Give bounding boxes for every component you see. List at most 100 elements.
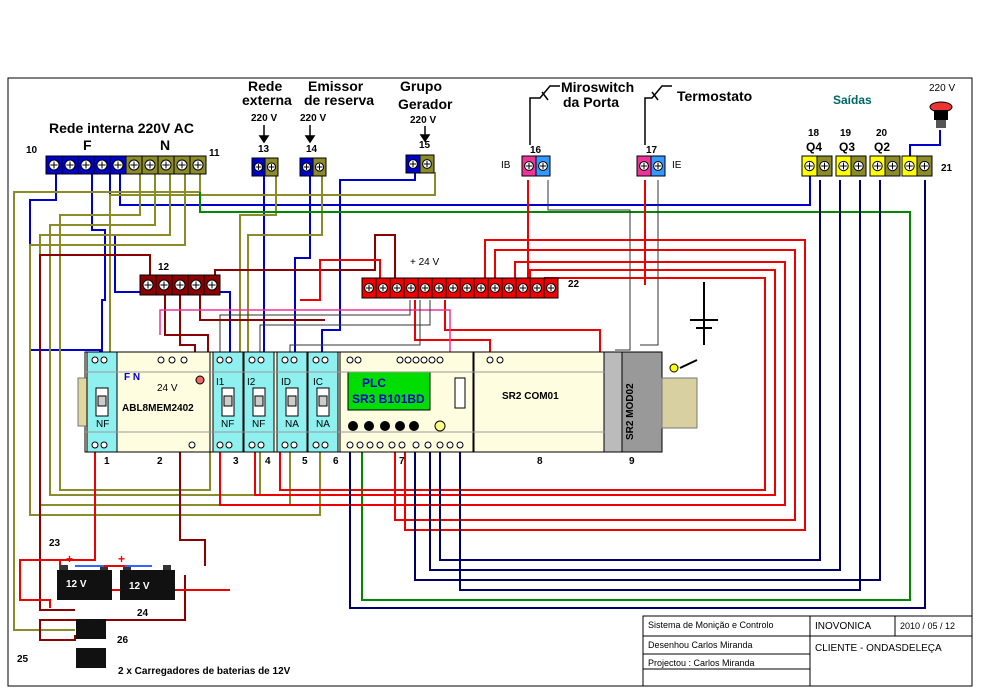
label-NF-3: NF <box>221 419 235 430</box>
rail-screw <box>398 441 406 449</box>
rail-screw <box>248 356 256 364</box>
title-drawn: Desenhou Carlos Miranda <box>648 640 753 650</box>
battery-1 <box>57 570 112 600</box>
arrows <box>258 125 431 144</box>
rail-screw <box>446 441 454 449</box>
label-NF-1: NF <box>96 419 110 430</box>
rail-screw <box>428 356 436 364</box>
label-220v-pushbutton: 220 V <box>929 83 956 94</box>
module-switch-knob <box>287 395 297 407</box>
psu-led <box>195 375 205 385</box>
label-de-reserva: de reserva <box>304 92 375 108</box>
label-grupo: Grupo <box>400 78 442 94</box>
label-220v-15: 220 V <box>410 115 437 126</box>
label-NA-6: NA <box>316 419 330 430</box>
battery-2-label: 12 V <box>129 581 150 592</box>
switch-symbols <box>529 85 672 145</box>
rail-screw <box>388 441 396 449</box>
module-number-2: 2 <box>157 456 163 467</box>
title-block-frame <box>642 615 973 687</box>
rail-screw <box>321 441 329 449</box>
page-frame <box>7 77 973 687</box>
label-miroswitch: Miroswitch <box>561 79 635 95</box>
terminal-block-22 <box>361 277 559 299</box>
psu-24v-label: 24 V <box>157 383 178 394</box>
batteries <box>57 565 175 600</box>
rail-screw <box>436 356 444 364</box>
label-I2: I2 <box>247 377 256 388</box>
label-Q3: Q3 <box>839 140 856 154</box>
label-gerador: Gerador <box>398 96 453 112</box>
module-switch-knob <box>97 395 107 407</box>
rail-screw <box>354 356 362 364</box>
label-externa: externa <box>242 92 292 108</box>
module-8-com <box>473 351 605 453</box>
rail-screw <box>180 356 188 364</box>
rail-screw <box>456 441 464 449</box>
module-9-modem <box>603 351 623 453</box>
antenna-icon <box>669 282 718 373</box>
label-termostato: Termostato <box>677 88 753 104</box>
rail-screw <box>157 356 165 364</box>
number-11: 11 <box>209 148 220 159</box>
psu-fn-label: F N <box>124 372 141 383</box>
rail-screw <box>486 356 494 364</box>
label-I1: I1 <box>216 377 225 388</box>
label-rede-interna: Rede interna 220V AC <box>49 120 194 136</box>
label-220v-13: 220 V <box>251 113 278 124</box>
terminal-block-13 <box>251 157 279 177</box>
title-system: Sistema de Monição e Controlo <box>648 620 774 630</box>
rail-screw <box>216 356 224 364</box>
terminal-block-19 <box>835 155 867 177</box>
com-module-label: SR2 COM01 <box>502 391 559 402</box>
rail-screw <box>290 356 298 364</box>
module-number-9: 9 <box>629 456 635 467</box>
label-220v-14: 220 V <box>300 113 327 124</box>
battery-2 <box>120 570 175 600</box>
label-da-porta: da Porta <box>563 94 620 110</box>
module-number-4: 4 <box>265 456 271 467</box>
rail-screw <box>420 356 428 364</box>
label-Q2: Q2 <box>874 140 891 154</box>
rail-screw <box>257 441 265 449</box>
plc-label: PLC <box>362 376 386 390</box>
module-number-5: 5 <box>302 456 308 467</box>
battery-1-plus: + <box>66 552 74 566</box>
number-22: 22 <box>568 279 580 290</box>
label-F: F <box>83 137 92 153</box>
psu-name: ABL8MEM2402 <box>122 403 194 414</box>
terminal-block-21 <box>901 155 933 177</box>
rail-screw <box>91 356 99 364</box>
label-Q4: Q4 <box>806 140 823 154</box>
mod-module-label: SR2 MOD02 <box>625 383 636 440</box>
plc-model: SR3 B101BD <box>352 392 425 406</box>
rail-screw <box>346 441 354 449</box>
terminal-block-15 <box>405 154 435 174</box>
rail-screw <box>321 356 329 364</box>
terminal-block-16 <box>521 155 551 177</box>
rail-screw <box>412 356 420 364</box>
module-number-7: 7 <box>399 456 405 467</box>
rail-screw <box>91 441 99 449</box>
number-15: 15 <box>419 140 431 151</box>
number-25: 25 <box>17 654 29 665</box>
rail-screw <box>366 441 374 449</box>
number-10: 10 <box>26 145 38 156</box>
rail-screw <box>424 441 432 449</box>
label-NA-5: NA <box>285 419 299 430</box>
number-24: 24 <box>137 608 149 619</box>
chargers-label: 2 x Carregadores de baterias de 12V <box>118 666 291 677</box>
rail-screw <box>312 356 320 364</box>
title-project: Projectou : Carlos Miranda <box>648 658 755 668</box>
number-26: 26 <box>117 635 129 646</box>
rail-screw <box>404 356 412 364</box>
plc-buttons <box>348 377 466 432</box>
number-12: 12 <box>158 262 170 273</box>
module-switch-knob <box>254 395 264 407</box>
rail-screw <box>281 441 289 449</box>
label-plus24v: + 24 V <box>410 257 440 268</box>
terminal-block-10-11 <box>45 155 207 175</box>
rail-screw <box>396 356 404 364</box>
number-17: 17 <box>646 145 658 156</box>
terminal-block-18 <box>801 155 833 177</box>
